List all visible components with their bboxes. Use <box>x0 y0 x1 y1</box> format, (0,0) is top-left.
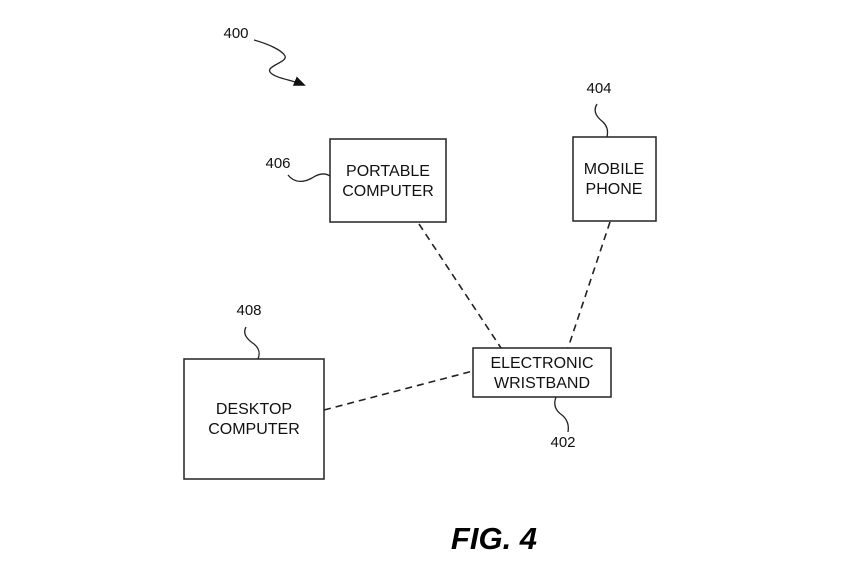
edge-desktop-to-wristband <box>323 370 474 411</box>
desktop-computer-ref: 408 <box>236 302 261 319</box>
system-ref-label: 400 <box>223 25 248 42</box>
node-desktop-computer[interactable]: DESKTOP COMPUTER <box>183 358 325 480</box>
mobile-phone-ref: 404 <box>586 80 611 97</box>
desktop-computer-label-line2: COMPUTER <box>208 421 300 438</box>
figure-caption: FIG. 4 <box>451 521 537 556</box>
electronic-wristband-label-line1: ELECTRONIC <box>490 355 593 372</box>
portable-computer-ref: 406 <box>265 155 290 172</box>
portable-computer-leader <box>287 173 331 183</box>
mobile-phone-label-line2: PHONE <box>586 181 643 198</box>
node-electronic-wristband[interactable]: ELECTRONIC WRISTBAND <box>472 347 612 398</box>
portable-computer-box <box>329 138 447 223</box>
edge-phone-to-wristband <box>567 221 611 349</box>
mobile-phone-label-line1: MOBILE <box>584 161 644 178</box>
electronic-wristband-ref: 402 <box>550 434 575 451</box>
portable-computer-label-line1: PORTABLE <box>346 163 430 180</box>
electronic-wristband-box <box>472 347 612 398</box>
system-ref-arrow <box>253 39 306 86</box>
mobile-phone-leader <box>594 103 609 138</box>
desktop-computer-leader <box>244 326 260 360</box>
edge-portable-to-wristband <box>418 223 502 349</box>
desktop-computer-label-line1: DESKTOP <box>216 401 292 418</box>
node-mobile-phone[interactable]: MOBILE PHONE <box>572 136 657 222</box>
electronic-wristband-leader <box>554 396 569 433</box>
electronic-wristband-label-line2: WRISTBAND <box>494 375 590 392</box>
portable-computer-label-line2: COMPUTER <box>342 183 434 200</box>
desktop-computer-box <box>183 358 325 480</box>
mobile-phone-box <box>572 136 657 222</box>
node-portable-computer[interactable]: PORTABLE COMPUTER <box>329 138 447 223</box>
